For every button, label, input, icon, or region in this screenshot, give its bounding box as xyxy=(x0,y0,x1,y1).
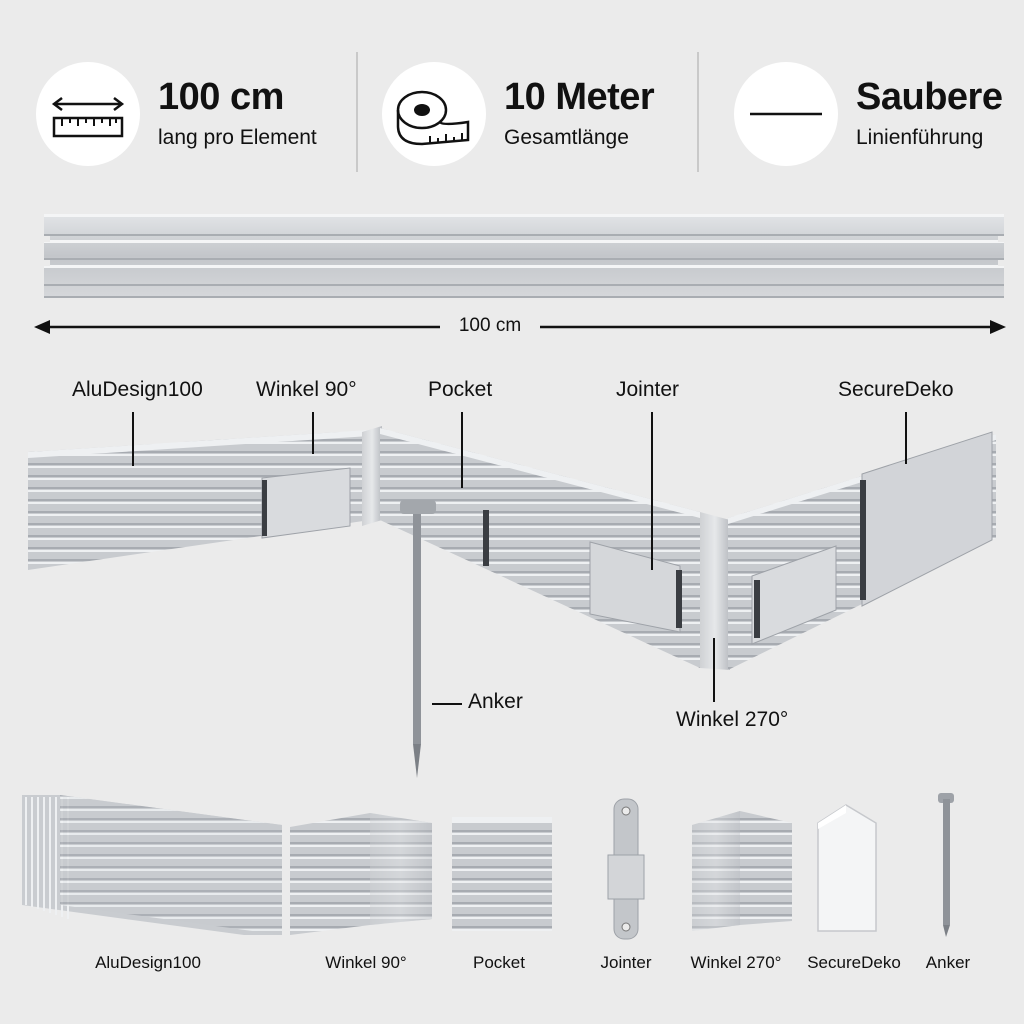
divider xyxy=(356,52,358,172)
feature-title: Saubere xyxy=(856,76,1003,118)
feature-title: 100 cm xyxy=(158,76,284,118)
tape-measure-icon xyxy=(382,62,486,166)
feature-subtitle: Gesamtlänge xyxy=(504,126,629,149)
straight-line-icon xyxy=(734,62,838,166)
ruler-icon xyxy=(36,62,140,166)
callout-aludesign: AluDesign100 xyxy=(72,378,203,401)
feature-title: 10 Meter xyxy=(504,76,655,118)
callout-securedeko: SecureDeko xyxy=(838,378,954,401)
aluminium-rail xyxy=(44,214,1004,298)
divider xyxy=(697,52,699,172)
dimension-label: 100 cm xyxy=(440,315,540,337)
part-aludesign-stack xyxy=(22,795,282,935)
feature-subtitle: Linienführung xyxy=(856,126,984,149)
callout-jointer: Jointer xyxy=(616,378,680,401)
feature-header: 100 cm lang pro Element 10 Meter Gesamtl… xyxy=(0,0,1024,190)
callout-anker: Anker xyxy=(468,690,523,713)
callout-winkel-270: Winkel 270° xyxy=(676,708,789,731)
callout-winkel-90: Winkel 90° xyxy=(256,378,357,401)
parts-row xyxy=(22,793,954,940)
assembly-illustration xyxy=(28,412,996,778)
callout-pocket: Pocket xyxy=(428,378,493,401)
feature-subtitle: lang pro Element xyxy=(158,126,317,149)
